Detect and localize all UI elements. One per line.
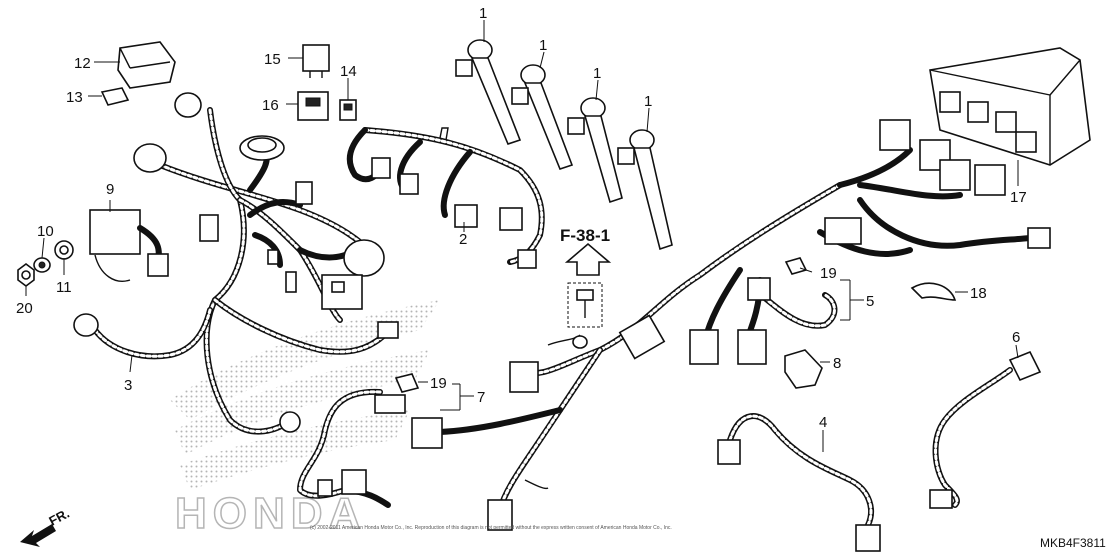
callout-16: 16	[262, 97, 279, 114]
callout-11: 11	[56, 279, 72, 296]
callout-7: 7	[477, 389, 485, 406]
ignition-coil-4	[617, 129, 673, 251]
part-14-fuse	[339, 99, 357, 121]
callout-1a: 1	[479, 5, 487, 22]
leader-lines	[25, 20, 1019, 452]
callout-10: 10	[37, 223, 54, 240]
part-5-sub-harness	[747, 277, 838, 329]
front-direction-arrow: FR.	[20, 506, 72, 547]
callout-12: 12	[74, 55, 91, 72]
diagram-code: MKB4F3811	[1040, 536, 1106, 550]
part-7-sub-harness	[297, 388, 406, 508]
callout-1c: 1	[593, 65, 601, 82]
ignition-coil-2	[511, 64, 574, 170]
part-2-sub-harness	[346, 127, 545, 269]
callout-15: 15	[264, 51, 281, 68]
part-6-sensor	[929, 350, 1042, 509]
part-17-ecu	[929, 47, 1091, 166]
callout-19-right: 19	[820, 265, 837, 282]
callout-19-left: 19	[430, 375, 447, 392]
part-12-relay	[117, 41, 176, 89]
honda-watermark: HONDA	[170, 300, 440, 539]
ignition-coil-3	[567, 97, 623, 204]
left-harness-components	[133, 92, 399, 433]
callout-4: 4	[819, 414, 827, 431]
callout-20: 20	[16, 300, 33, 317]
callout-5: 5	[866, 293, 874, 310]
part-19-clip-right	[784, 257, 808, 275]
callout-9: 9	[106, 181, 114, 198]
part-16-relay	[297, 91, 329, 121]
main-wire-harness	[157, 107, 393, 435]
part-19-clip-left	[394, 373, 420, 393]
callout-18: 18	[970, 285, 987, 302]
part-9-module	[89, 209, 169, 282]
part-8-cover	[784, 349, 823, 389]
callout-14: 14	[340, 63, 357, 80]
part-18-clamp	[910, 282, 957, 301]
copyright-text: (c) 2002-2011 American Honda Motor Co., …	[310, 525, 672, 531]
part-13-clip	[100, 87, 130, 106]
callout-8: 8	[833, 355, 841, 372]
part-10-washer	[33, 257, 51, 273]
part-15-relay	[302, 44, 330, 78]
part-20-nut	[17, 263, 35, 287]
reference-label: F-38-1	[560, 226, 610, 245]
callout-6: 6	[1012, 329, 1020, 346]
callout-13: 13	[66, 89, 83, 106]
reference-bolt	[564, 242, 612, 328]
callout-2: 2	[459, 231, 467, 248]
ignition-coil-1	[455, 39, 522, 145]
part-11-grommet	[54, 240, 74, 260]
callout-1d: 1	[644, 93, 652, 110]
callout-1b: 1	[539, 37, 547, 54]
right-main-harness	[411, 119, 1051, 531]
callout-labels: 1 1 1 1 2 3 4 5 6 7 8 9 10 11 12 13 14 1…	[16, 5, 1027, 431]
part-4-sub-harness	[717, 413, 881, 552]
callout-3: 3	[124, 377, 132, 394]
callout-17: 17	[1010, 189, 1027, 206]
part-3-sub-harness	[73, 307, 213, 360]
